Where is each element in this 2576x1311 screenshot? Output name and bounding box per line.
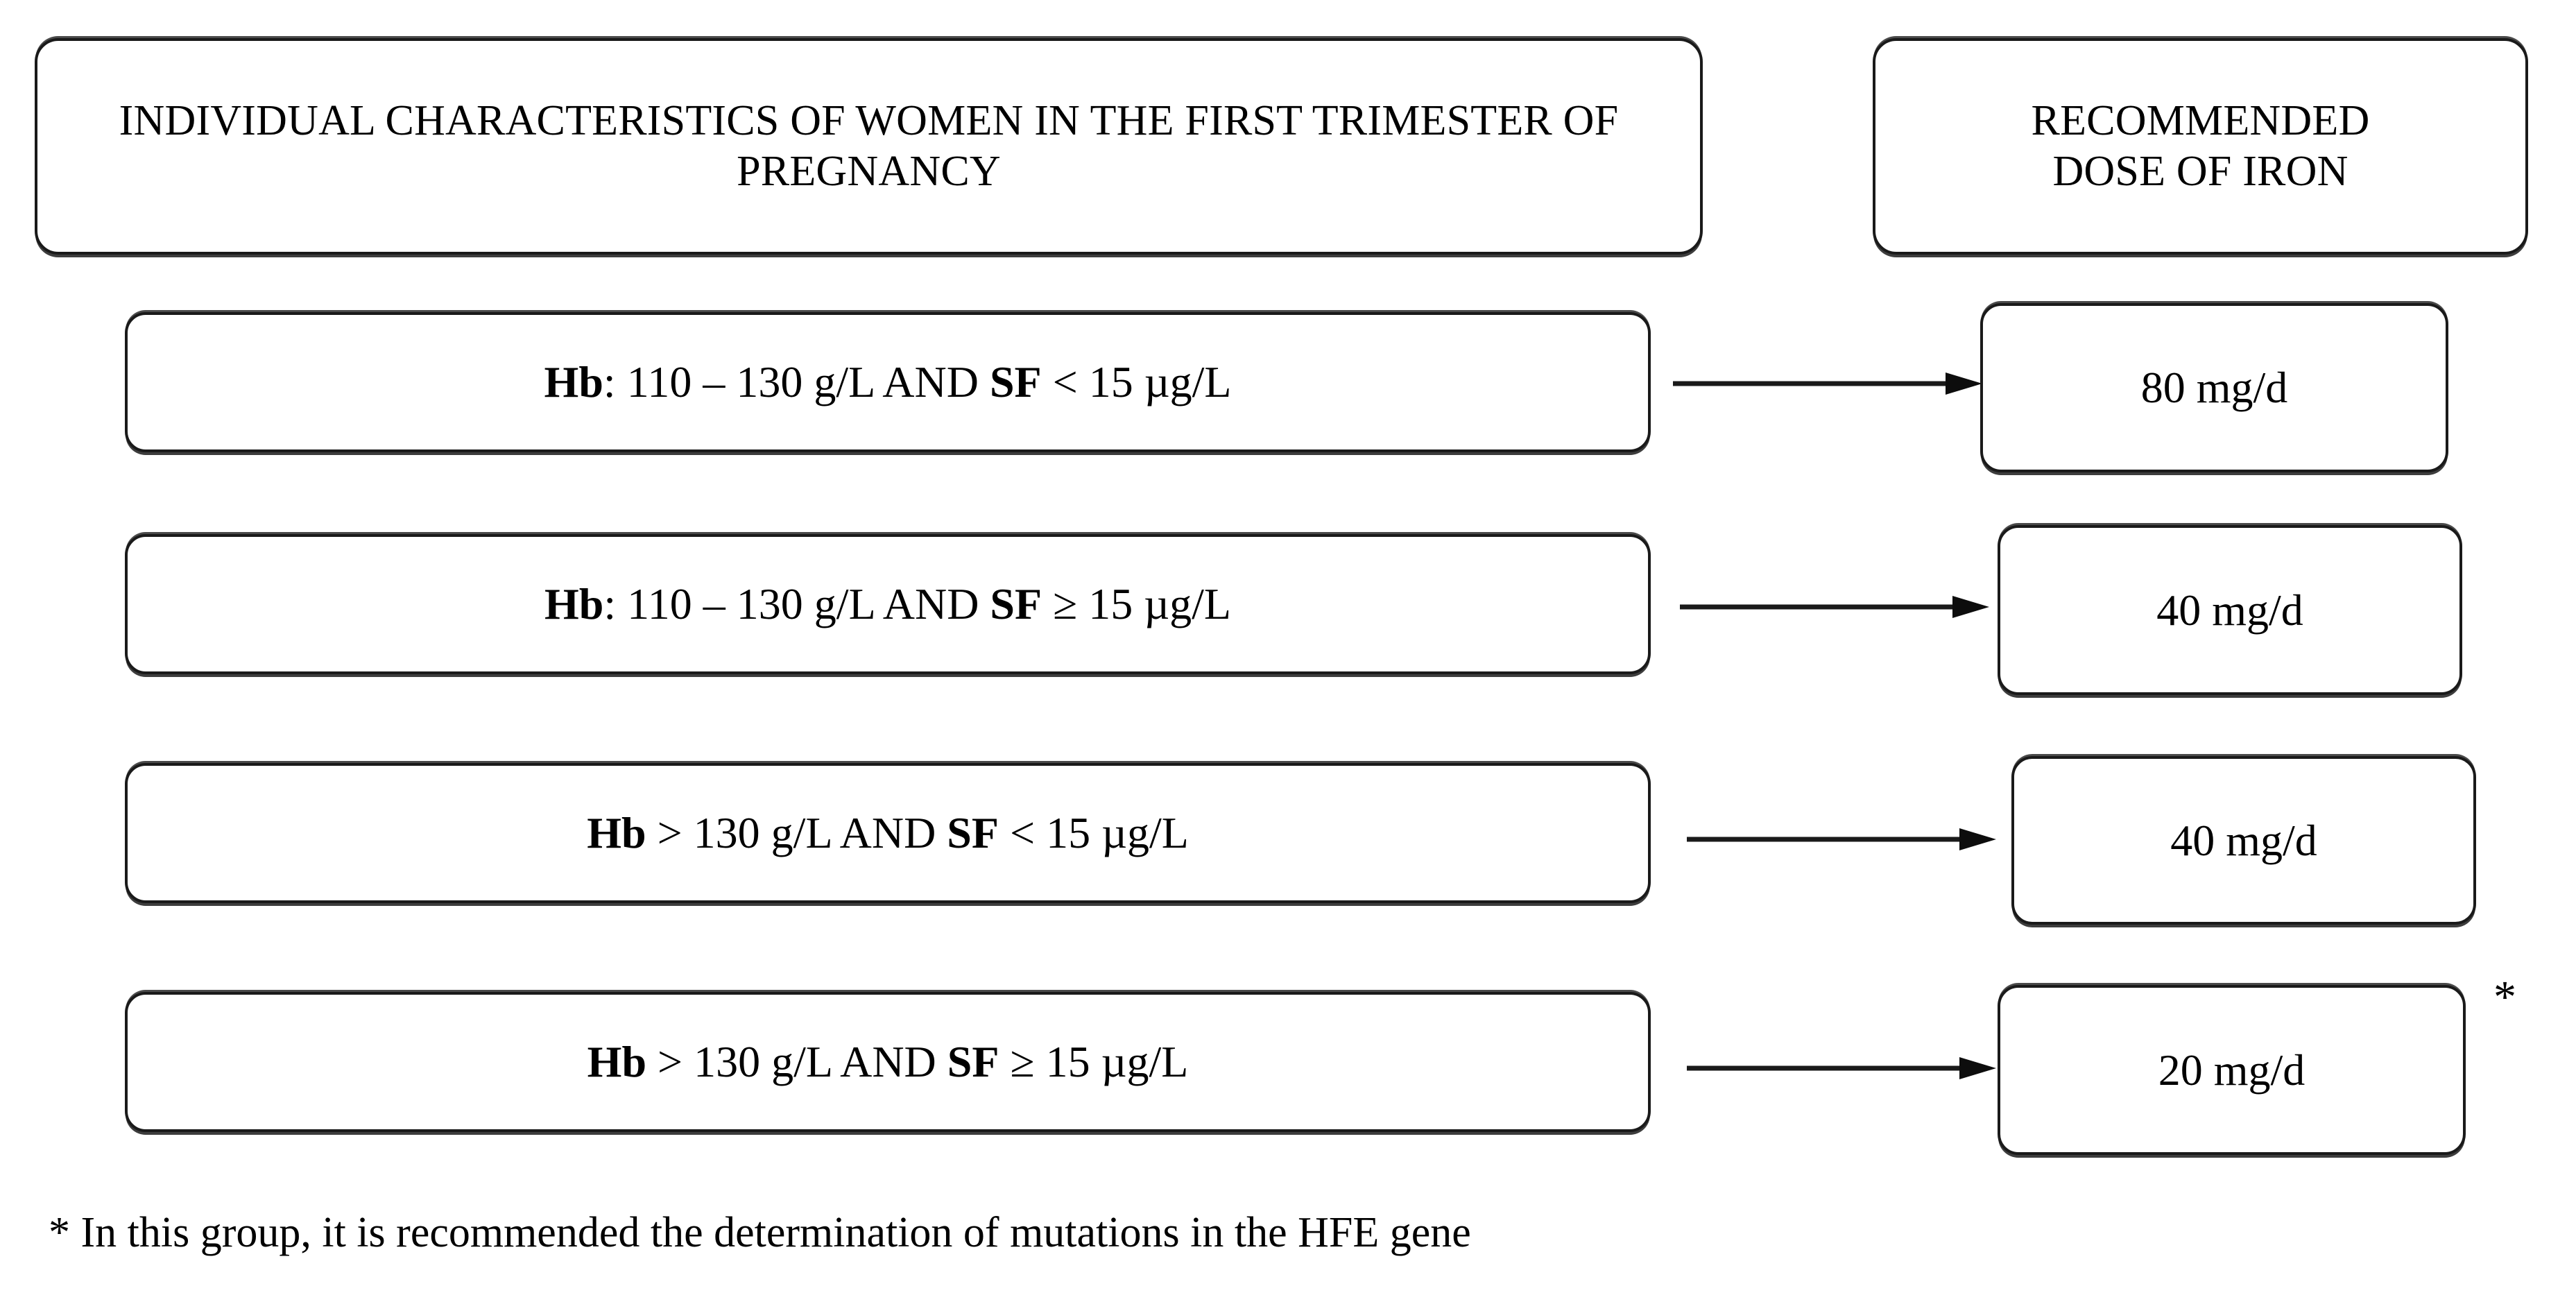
condition-box-row-3: Hb > 130 g/L AND SF < 15 µg/L (125, 763, 1651, 903)
condition-box-row-2: Hb: 110 – 130 g/L AND SF ≥ 15 µg/L (125, 534, 1651, 674)
marker-hb-label: Hb (544, 579, 604, 629)
condition-text-mid: > 130 g/L AND (646, 808, 947, 858)
header-left-line-2: FIRST TRIMESTER OF PREGNANCY (737, 96, 1619, 195)
condition-text-mid: : 110 – 130 g/L AND (603, 357, 990, 407)
condition-text-mid: > 130 g/L AND (646, 1037, 947, 1087)
condition-text-mid: : 110 – 130 g/L AND (603, 579, 990, 629)
dose-value: 40 mg/d (2156, 585, 2303, 635)
arrow-row-2 (1680, 596, 1989, 618)
footnote-text: * In this group, it is recommended the d… (49, 1209, 1471, 1256)
dose-box-row-2: 40 mg/d (1998, 525, 2462, 695)
header-right-line-2: DOSE OF IRON (2052, 148, 2349, 195)
arrow-row-1 (1673, 372, 1982, 395)
condition-text-tail: ≥ 15 µg/L (1042, 579, 1231, 629)
marker-sf-label: SF (989, 357, 1042, 407)
dose-value: 80 mg/d (2140, 363, 2288, 413)
condition-text-tail: ≥ 15 µg/L (999, 1037, 1189, 1087)
marker-hb-label: Hb (587, 808, 646, 858)
marker-sf-label: SF (947, 808, 999, 858)
header-recommended-dose-of-iron: RECOMMENDED DOSE OF IRON (1873, 38, 2528, 255)
header-right-line-1: RECOMMENDED (2031, 96, 2370, 144)
condition-box-row-1: Hb: 110 – 130 g/L AND SF < 15 µg/L (125, 312, 1651, 452)
marker-sf-label: SF (990, 579, 1042, 629)
condition-box-row-4: Hb > 130 g/L AND SF ≥ 15 µg/L (125, 992, 1651, 1132)
marker-hb-label: Hb (587, 1037, 647, 1087)
dose-value: 20 mg/d (2158, 1045, 2305, 1095)
dose-box-row-4: 20 mg/d (1998, 985, 2466, 1155)
footnote-asterisk-marker: * (2493, 972, 2516, 1022)
header-left-line-1: INDIVIDUAL CHARACTERISTICS OF WOMEN IN T… (119, 96, 1174, 144)
condition-text-tail: < 15 µg/L (998, 808, 1189, 858)
dose-box-row-1: 80 mg/d (1980, 303, 2448, 472)
dose-box-row-3: 40 mg/d (2011, 756, 2476, 925)
marker-sf-label: SF (947, 1037, 999, 1087)
dose-value: 40 mg/d (2170, 815, 2317, 865)
arrow-row-3 (1687, 828, 1996, 850)
condition-text-tail: < 15 µg/L (1041, 357, 1232, 407)
marker-hb-label: Hb (544, 357, 603, 407)
arrow-row-4 (1687, 1057, 1996, 1079)
header-individual-characteristics: INDIVIDUAL CHARACTERISTICS OF WOMEN IN T… (35, 38, 1703, 255)
